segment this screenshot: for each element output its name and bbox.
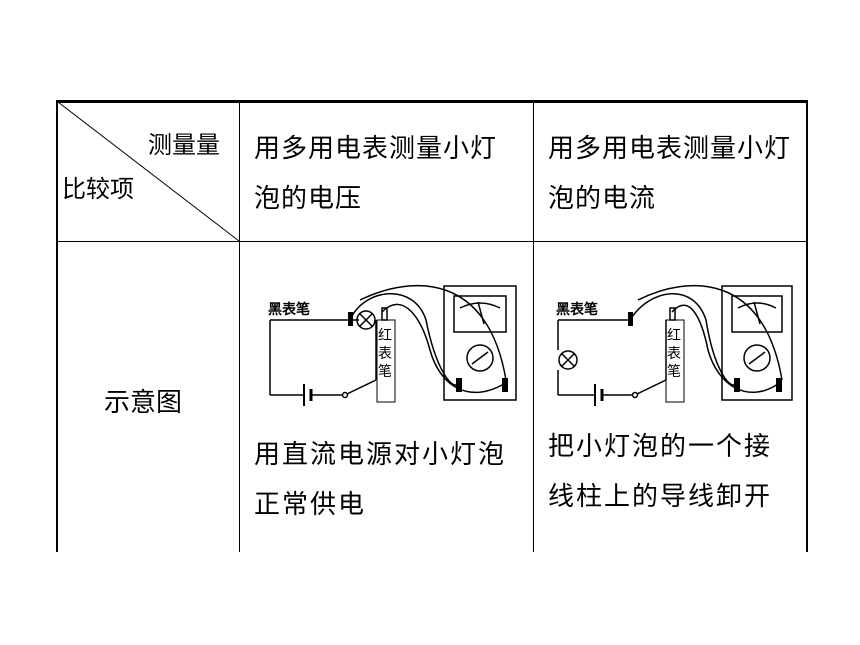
header-current: 用多用电表测量小灯泡的电流 <box>548 134 792 214</box>
table-col-divider-1 <box>239 100 240 552</box>
caption-current: 把小灯泡的一个接线柱上的导线卸开 <box>548 432 773 512</box>
corner-header-bottom: 比较项 <box>62 175 134 203</box>
current-red-probe-label-2: 表 <box>667 346 681 362</box>
row-label-diagram: 示意图 <box>104 388 183 418</box>
current-red-probe-label-3: 笔 <box>667 364 681 380</box>
voltage-black-probe-label: 黑表笔 <box>268 301 310 318</box>
table-top-border <box>56 100 808 103</box>
comparison-table: 测量量 比较项 用多用电表测量小灯泡的电压 用多用电表测量小灯泡的电流 示意图 <box>56 100 808 552</box>
caption-voltage: 用直流电源对小灯泡正常供电 <box>254 440 507 520</box>
current-black-probe-label: 黑表笔 <box>556 301 598 318</box>
current-measurement-diagram: 黑表笔 红 表 笔 <box>556 284 793 406</box>
table-col-divider-2 <box>533 100 534 552</box>
voltage-red-probe-label-3: 笔 <box>378 364 392 380</box>
corner-header-top: 测量量 <box>148 131 220 159</box>
table-left-border <box>56 100 58 552</box>
voltage-red-probe-label-1: 红 <box>378 328 392 344</box>
header-voltage: 用多用电表测量小灯泡的电压 <box>254 134 498 214</box>
voltage-red-probe-label-2: 表 <box>378 346 392 362</box>
table-right-border <box>806 100 808 552</box>
current-red-probe-label-1: 红 <box>667 328 681 344</box>
table-row-divider <box>56 241 808 242</box>
voltage-measurement-diagram: 黑表笔 红 表 笔 <box>268 284 517 406</box>
corner-diagonal-line <box>57 101 240 242</box>
